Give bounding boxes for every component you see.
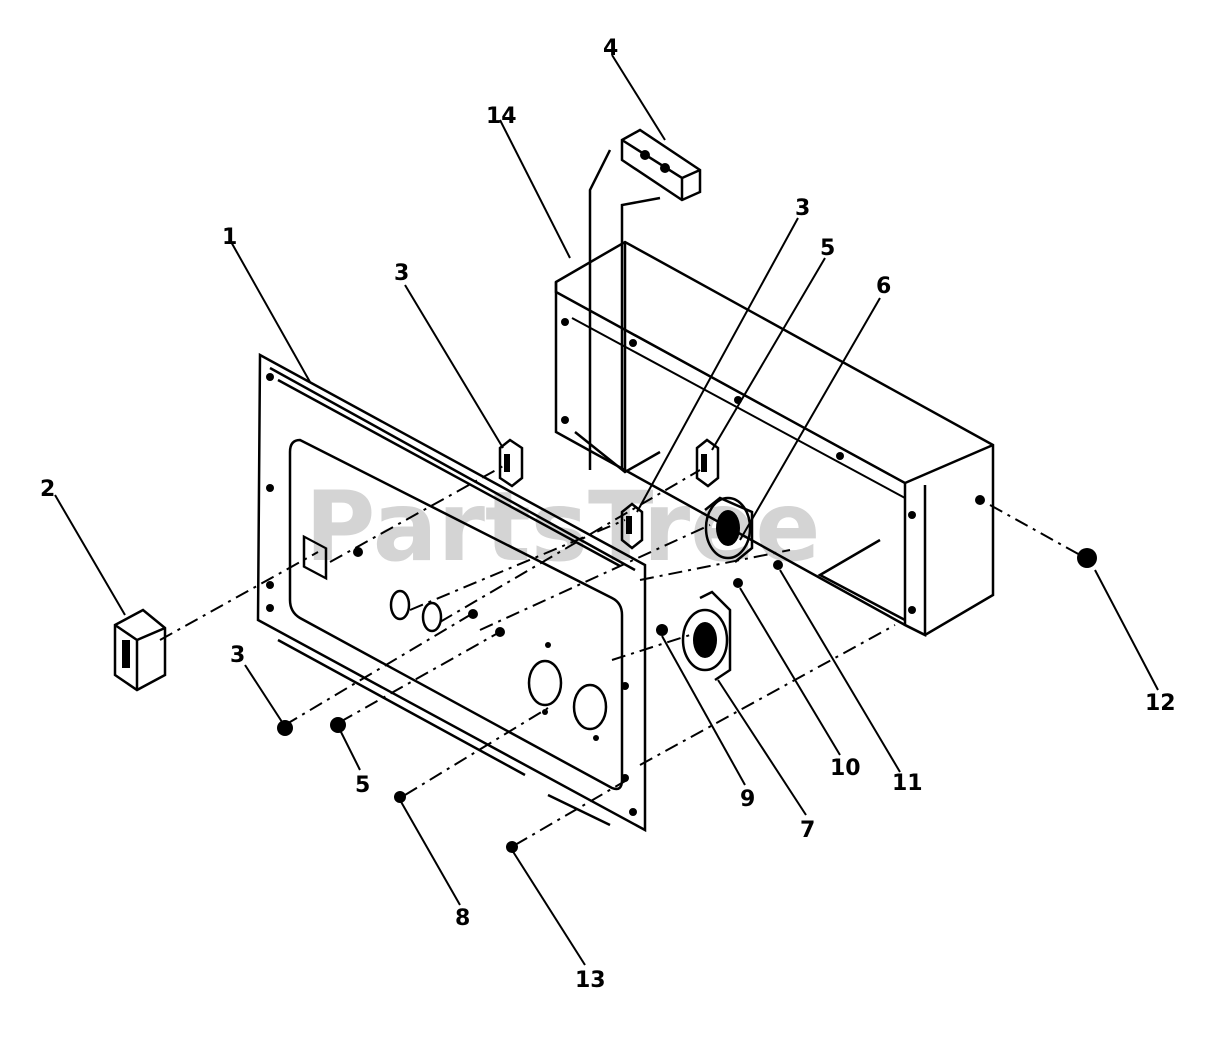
callout-3-right: 3 xyxy=(795,196,810,221)
callout-5-right: 5 xyxy=(820,236,835,261)
callout-11: 11 xyxy=(892,771,923,796)
callout-14: 14 xyxy=(486,104,517,129)
callout-3-bottom: 3 xyxy=(230,643,245,668)
outlet-receptacle-6 xyxy=(704,496,754,563)
terminal-connector xyxy=(588,128,702,470)
callout-5-bottom: 5 xyxy=(355,773,370,798)
retainer-clip-middle xyxy=(620,502,644,550)
watermark: PartsTree xyxy=(305,471,820,583)
callout-labels: 1 2 3 3 3 4 5 5 6 7 8 9 10 11 12 13 14 xyxy=(40,36,1176,993)
callout-7: 7 xyxy=(800,818,815,843)
callout-2: 2 xyxy=(40,477,55,502)
callout-10: 10 xyxy=(830,756,861,781)
retainer-clip-right xyxy=(695,438,720,488)
screw-11 xyxy=(773,560,783,570)
callout-3-top: 3 xyxy=(394,261,409,286)
front-control-panel xyxy=(256,352,647,833)
callout-9: 9 xyxy=(740,787,755,812)
outlet-receptacle-7 xyxy=(681,590,732,682)
callout-1: 1 xyxy=(222,225,237,250)
callout-12: 12 xyxy=(1145,691,1176,716)
rocker-switch xyxy=(113,608,167,692)
callout-4: 4 xyxy=(603,36,618,61)
nut-9 xyxy=(656,624,668,636)
knob-12 xyxy=(1077,548,1097,568)
grommet-3 xyxy=(277,720,293,736)
assembly-lines xyxy=(159,464,1081,846)
callout-6: 6 xyxy=(876,274,891,299)
leader-lines xyxy=(54,54,1159,966)
callout-13: 13 xyxy=(575,968,606,993)
screw-8 xyxy=(394,791,406,803)
washer-10 xyxy=(733,578,743,588)
rear-box-housing xyxy=(554,240,995,638)
callout-8: 8 xyxy=(455,906,470,931)
retainer-clip-upper xyxy=(498,438,524,488)
